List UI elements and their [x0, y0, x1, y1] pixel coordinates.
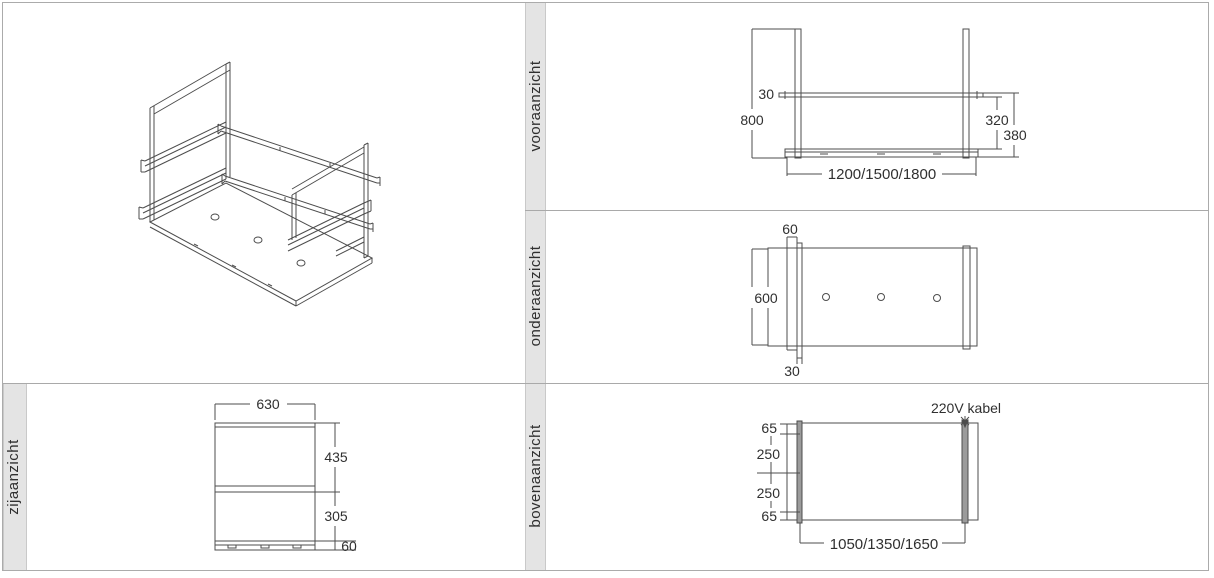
sheet-border	[2, 2, 1209, 571]
top-dim-250a: 250	[757, 446, 781, 462]
front-dim-30: 30	[758, 86, 774, 102]
side-dim-60: 60	[341, 538, 357, 554]
right-label-band	[525, 3, 546, 570]
front-dim-380: 380	[1003, 127, 1027, 143]
iso-bottom-panel	[148, 182, 374, 307]
top-dim-65a: 65	[761, 420, 777, 436]
front-dimensions: 30 800 320 380 1200/1500/1800	[737, 28, 1030, 183]
top-dim-widths: 1050/1350/1650	[830, 536, 938, 553]
bottom-view-label: onderaanzicht	[527, 245, 544, 347]
divider-front-bottom	[525, 210, 1209, 211]
front-view-label: vooraanzicht	[527, 60, 544, 152]
left-label-band	[3, 384, 27, 570]
top-dim-65b: 65	[761, 508, 777, 524]
front-dim-800: 800	[740, 112, 764, 128]
side-dim-630: 630	[256, 396, 280, 412]
bottom-dim-60: 60	[782, 221, 798, 237]
side-dimensions: 630 435 305 60	[214, 395, 357, 554]
bottom-view-drawing: 60 600 30	[749, 221, 978, 379]
top-view-drawing: 65 250 250 65 1050/1350/1650 220V kabel	[744, 400, 1001, 553]
front-geometry	[778, 28, 984, 159]
front-view-drawing: 30 800 320 380 1200/1500/1800	[737, 28, 1030, 183]
bottom-dimensions: 60 600 30	[749, 221, 803, 379]
isometric-view-drawing	[138, 61, 381, 307]
front-dim-widths: 1200/1500/1800	[828, 166, 936, 183]
top-view-label: bovenaanzicht	[527, 424, 544, 528]
side-view-drawing: 630 435 305 60	[214, 395, 357, 554]
side-geometry	[214, 422, 316, 551]
side-dim-305: 305	[324, 508, 348, 524]
side-view-label: zijaanzicht	[5, 439, 22, 515]
top-dimensions: 65 250 250 65 1050/1350/1650 220V kabel	[744, 400, 1001, 553]
side-dim-435: 435	[324, 449, 348, 465]
iso-wall-rails	[217, 123, 381, 232]
top-dim-250b: 250	[757, 485, 781, 501]
top-geometry	[786, 420, 979, 524]
bottom-dim-600: 600	[754, 290, 778, 306]
bottom-dim-30: 30	[784, 363, 800, 379]
top-cable-label: 220V kabel	[931, 400, 1001, 416]
bottom-geometry	[767, 236, 978, 359]
divider-top-bottom-half	[3, 383, 1209, 384]
iso-left-frame	[138, 61, 231, 222]
front-dim-320: 320	[985, 112, 1009, 128]
iso-right-frame	[287, 142, 372, 259]
